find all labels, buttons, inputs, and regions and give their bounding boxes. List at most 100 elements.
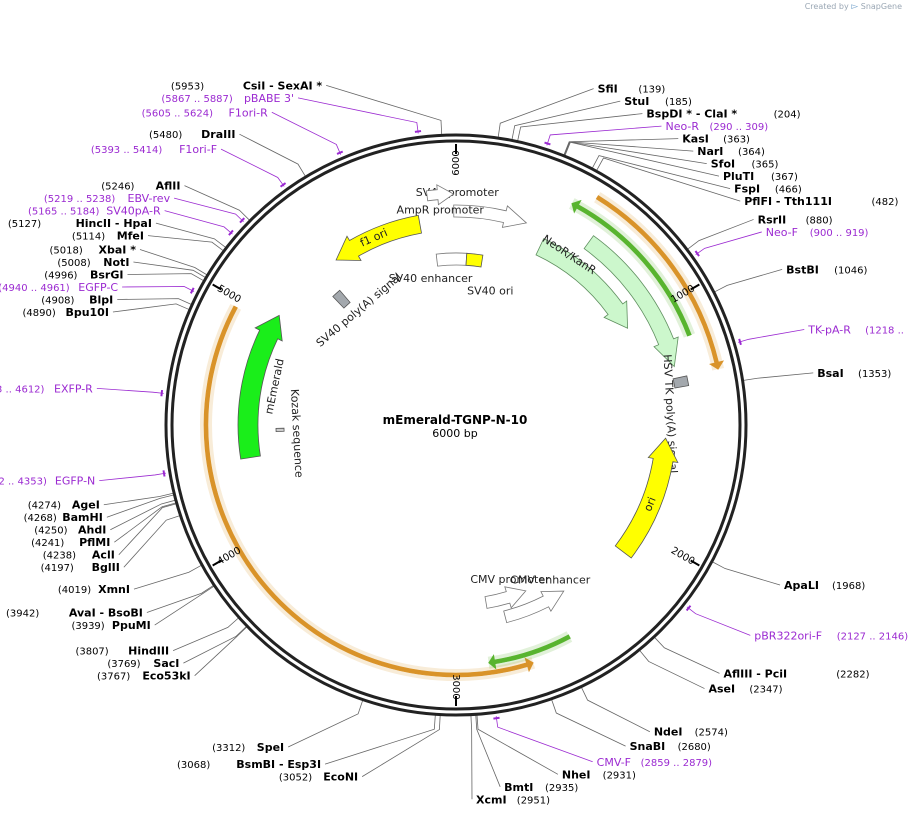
- enzyme-position: (185): [665, 97, 692, 108]
- pbr322ori-f-leader-line: [686, 606, 751, 636]
- enzyme-bsrgi: BsrGI(4996): [44, 268, 123, 281]
- enzyme-position: (5008): [57, 258, 90, 269]
- primer-ebv-rev: EBV-rev(5219 .. 5238): [44, 192, 171, 205]
- bglii-leader-line: [123, 515, 180, 568]
- neor-kanr-inner-arrow: [535, 238, 629, 329]
- label-leader-lines: [96, 85, 814, 800]
- enzyme-pluti: PluTI(367): [723, 170, 798, 183]
- nhei-leader-line: [476, 715, 559, 775]
- pbabe-3-leader-line: [297, 97, 419, 134]
- enzyme-name: NheI: [562, 768, 591, 781]
- enzyme-avai-bsobi: AvaI - BsoBI(3942): [6, 607, 143, 620]
- enzyme-position: (5018): [50, 245, 83, 256]
- enzyme-ahdi: AhdI(4250): [34, 524, 106, 537]
- sfii-leader-line: [497, 88, 594, 138]
- primer-position: (2859 .. 2879): [641, 758, 713, 769]
- enzyme-hindiii: HindIII(3807): [75, 645, 169, 658]
- neo-f-leader-line: [695, 231, 762, 256]
- enzyme-name: SacI: [153, 657, 179, 670]
- xmni-leader-line: [133, 565, 202, 590]
- bpu10i-leader-line: [112, 303, 190, 313]
- enzyme-position: (5953): [171, 81, 204, 92]
- enzyme-position: (4890): [22, 308, 55, 319]
- sv40-ori-arrow: [465, 252, 484, 268]
- tick-label: 5000: [215, 283, 243, 305]
- enzyme-position: (5114): [72, 232, 105, 243]
- rsrii-leader-line: [687, 219, 754, 250]
- enzyme-position: (4019): [58, 585, 91, 596]
- primer-cmv-f: CMV-F(2859 .. 2879): [597, 756, 713, 769]
- cmv-enhancer-label: CMV enhancer: [510, 574, 590, 587]
- enzyme-position: (5127): [8, 219, 41, 230]
- ori-arrow: [614, 437, 679, 559]
- enzyme-position: (1968): [832, 581, 865, 592]
- enzyme-pflmi: PflMI(4241): [31, 536, 110, 549]
- enzyme-afliii-pcii: AflIII - PciI(2282): [723, 667, 869, 680]
- acli-leader-line: [118, 503, 176, 555]
- enzyme-position: (2347): [749, 685, 782, 696]
- sv40-poly-a-signal-arrow: [332, 289, 351, 309]
- primer-egfp-n: EGFP-N(4332 .. 4353): [0, 475, 95, 488]
- enzyme-snabi: SnaBI(2680): [630, 740, 711, 753]
- ori-label: ori: [641, 495, 658, 513]
- enzyme-name: PflMI: [79, 536, 110, 549]
- credit-brand: SnapGene: [860, 2, 902, 11]
- primer-name: F1ori-R: [229, 106, 269, 119]
- eco53ki-leader-line: [194, 626, 247, 676]
- enzyme-rsrii: RsrII (880): [758, 213, 833, 226]
- enzyme-position: (880): [806, 215, 833, 226]
- enzyme-agei: AgeI(4274): [28, 499, 100, 512]
- credit-text: Created by: [804, 2, 849, 11]
- orf-green-cmv-inner: [488, 634, 571, 670]
- noti-leader-line: [133, 261, 206, 278]
- primer-sv40pa-r: SV40pA-R (5165 .. 5184): [28, 205, 161, 218]
- primer-position: (5605 .. 5624): [142, 108, 214, 119]
- bamhi-leader-line: [106, 494, 174, 518]
- enzyme-name: PluTI: [723, 170, 754, 183]
- cmv-enhancer-arrow: [503, 590, 565, 624]
- sv40-promoter-arrow: [453, 204, 528, 228]
- tick-label: 3000: [450, 674, 461, 699]
- enzyme-aflii: AflII(5246): [101, 180, 180, 193]
- bspdi-clai-leader-line: [517, 113, 643, 141]
- enzyme-spei: SpeI(3312): [212, 741, 284, 754]
- egfp-c-leader-line: [122, 286, 195, 292]
- enzyme-name: XbaI *: [99, 243, 137, 256]
- tick-label: 4000: [216, 545, 244, 567]
- saci-leader-line: [183, 626, 247, 664]
- backbone: [164, 133, 748, 717]
- draiii-leader-line: [239, 133, 306, 177]
- hindiii-leader-line: [172, 617, 239, 652]
- enzyme-name: AclI: [92, 549, 115, 562]
- primer-position: (4332 .. 4353): [0, 477, 47, 488]
- snapgene-logo-icon: ▻: [851, 2, 859, 12]
- enzyme-sfii: SfiI(139): [598, 83, 666, 96]
- enzyme-bstbi: BstBI(1046): [786, 263, 867, 276]
- f1ori-f-leader-line: [220, 148, 285, 187]
- apali-leader-line: [712, 561, 781, 586]
- sv40-enhancer-label: SV40 enhancer: [389, 272, 473, 285]
- orf-green-neo-inner: [571, 199, 692, 337]
- enzyme-name: RsrII: [758, 213, 787, 226]
- enzyme-position: (364): [738, 147, 765, 158]
- enzyme-name: BamHI: [62, 511, 103, 524]
- hsv-tk-poly-a-signal-arrow: [672, 375, 690, 389]
- enzyme-name: MfeI: [117, 230, 144, 243]
- enzyme-sfoi: SfoI(365): [711, 158, 779, 171]
- enzyme-bmti: BmtI(2935): [504, 781, 578, 794]
- primer-name: EXFP-R: [54, 382, 93, 395]
- primer-position: (5165 .. 5184): [28, 207, 100, 218]
- primer-name: SV40pA-R: [106, 205, 161, 218]
- enzyme-name: SpeI: [257, 741, 284, 754]
- enzyme-bsmbi-esp3i: BsmBI - Esp3I(3068): [177, 758, 321, 771]
- enzyme-position: (4238): [43, 551, 76, 562]
- primer-tk-pa-r: TK-pA-R(1218 .. 1237): [807, 323, 908, 336]
- enzyme-position: (363): [723, 135, 750, 146]
- enzyme-name: SnaBI: [630, 740, 666, 753]
- primer-egfp-c: EGFP-C(4940 .. 4961): [0, 281, 118, 294]
- primer-f1ori-r: F1ori-R (5605 .. 5624): [142, 106, 269, 119]
- enzyme-blpi: BlpI(4908): [41, 293, 113, 306]
- enzyme-name: BstBI: [786, 263, 819, 276]
- tk-pa-r-leader-line: [738, 329, 805, 343]
